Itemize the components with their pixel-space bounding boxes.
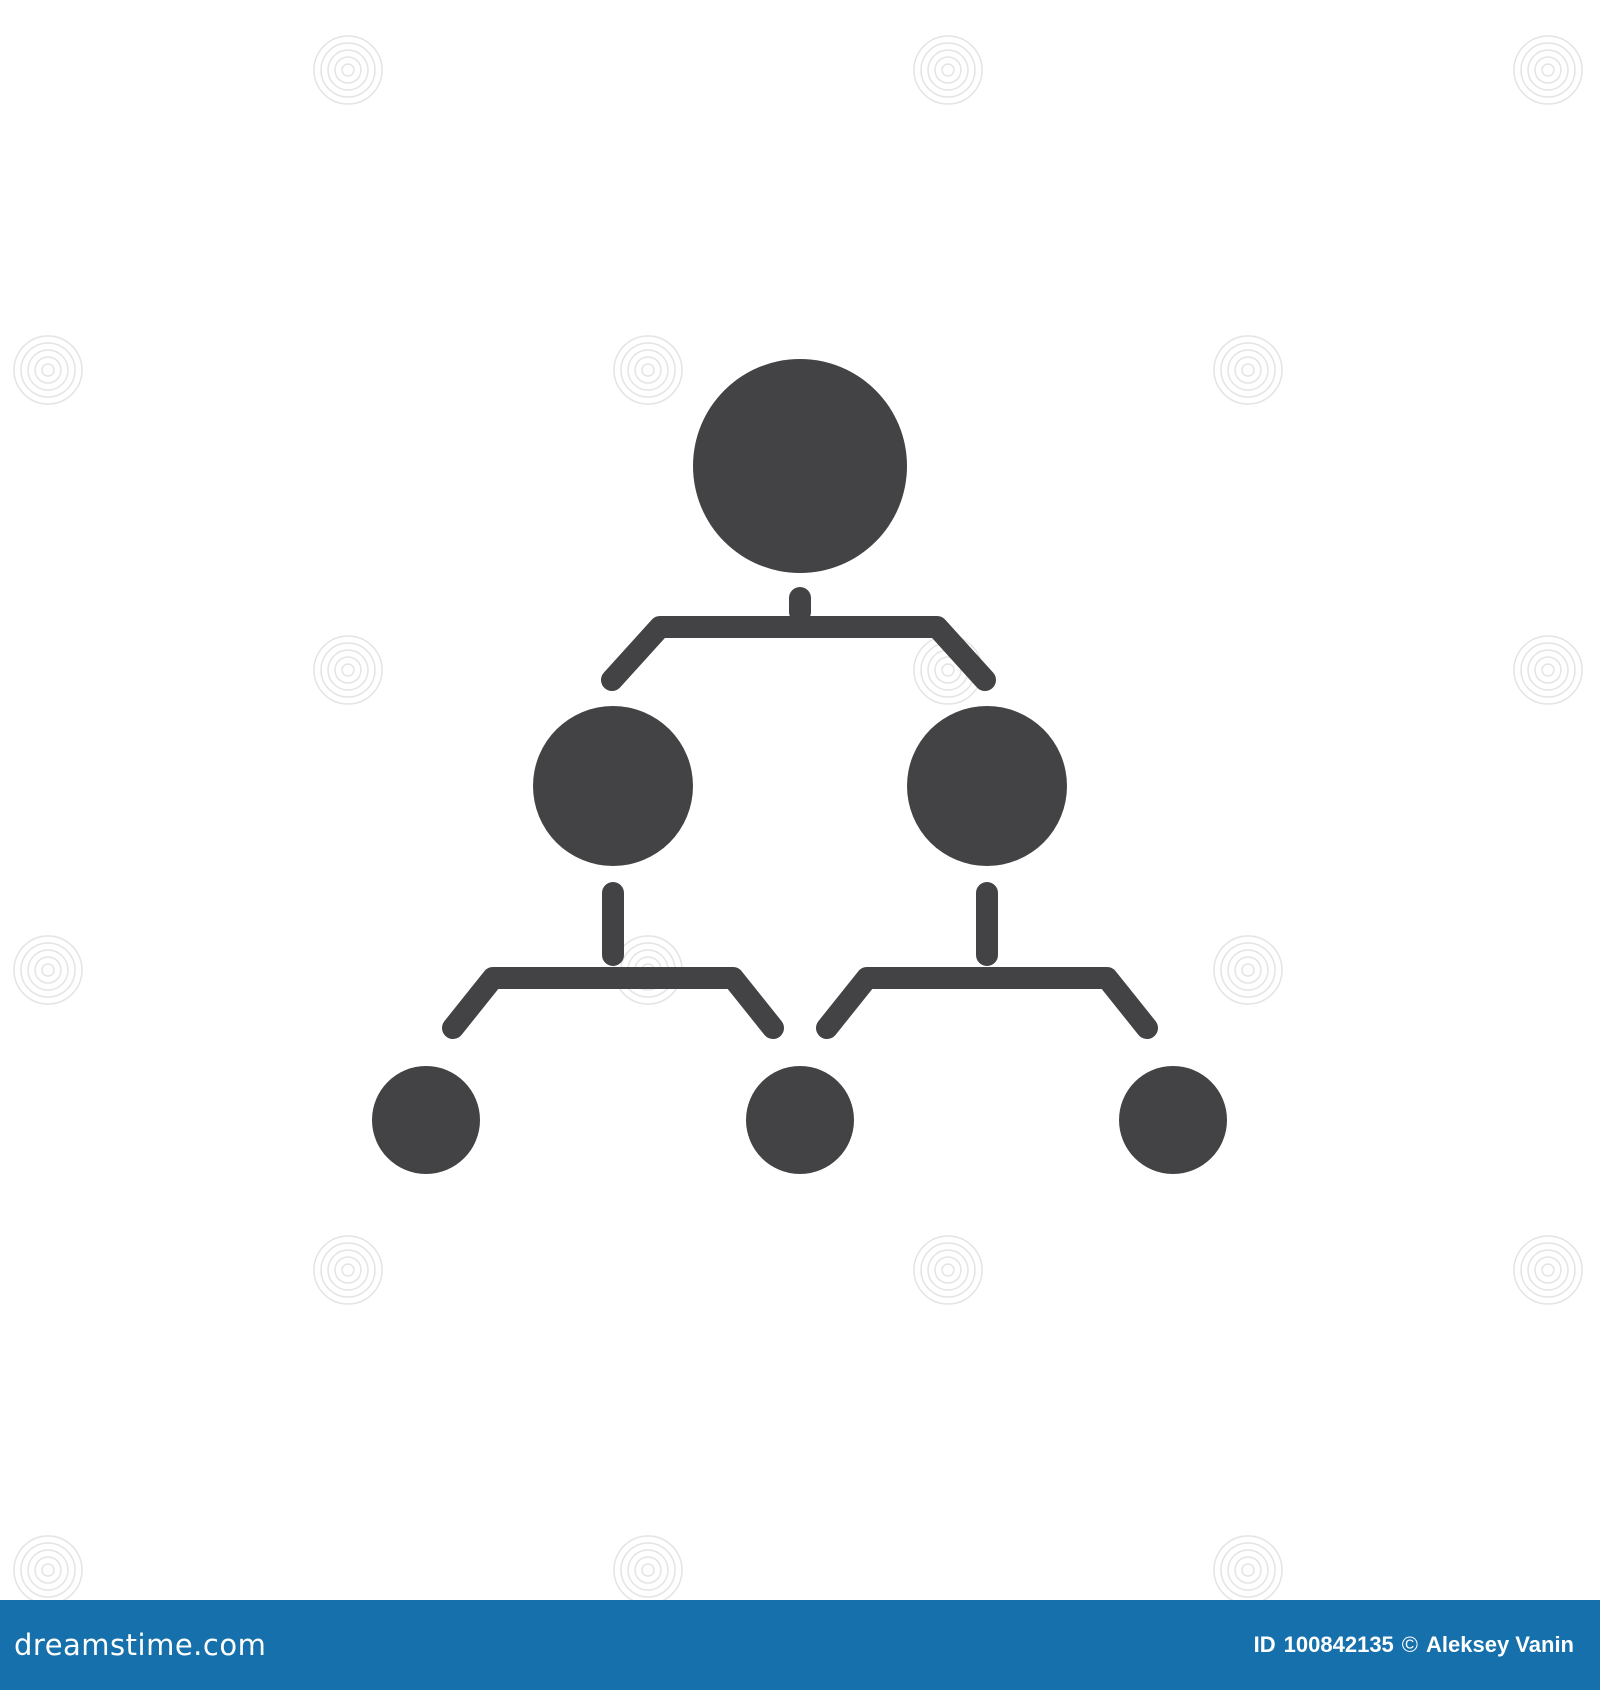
author-name: Aleksey Vanin [1426,1632,1574,1657]
left-branch-line [442,967,784,1039]
spiral-watermark-icon [613,1535,683,1600]
spiral-watermark-icon [1513,35,1583,105]
top-branch-line [601,616,996,691]
spiral-watermark-icon [1513,1235,1583,1305]
footer-bar: dreamstime.com ID 100842135 © Aleksey Va… [0,1600,1600,1690]
artwork-svg [13,35,1583,1600]
spiral-watermark-icon [1513,635,1583,705]
image-canvas [13,35,1583,1600]
spiral-watermark-icon [13,335,83,405]
middle-left-node [533,706,693,866]
spiral-watermark-icon [613,335,683,405]
id-label: ID [1253,1632,1276,1657]
bottom-right-node [1119,1066,1227,1174]
copyright-symbol: © [1401,1632,1419,1657]
right-branch-line [816,967,1158,1039]
hierarchy-org-chart-icon [372,359,1227,1174]
middle-right-node [907,706,1067,866]
spiral-watermark-icon [1213,1535,1283,1600]
spiral-watermark-icon [13,935,83,1005]
spiral-watermark-icon [1213,335,1283,405]
spiral-watermark-icon [1213,935,1283,1005]
bottom-center-node [746,1066,854,1174]
watermark-layer [13,35,1583,1600]
spiral-watermark-icon [13,1535,83,1600]
spiral-watermark-icon [313,1235,383,1305]
spiral-watermark-icon [313,35,383,105]
image-id: 100842135 [1283,1632,1394,1657]
brand-logo[interactable]: dreamstime.com [14,1628,266,1662]
top-node [693,359,907,573]
spiral-watermark-icon [913,1235,983,1305]
spiral-watermark-icon [313,635,383,705]
bottom-left-node [372,1066,480,1174]
spiral-watermark-icon [913,35,983,105]
image-credit: ID 100842135 © Aleksey Vanin [1254,1632,1574,1658]
brand-text: dreamstime.com [14,1628,267,1662]
